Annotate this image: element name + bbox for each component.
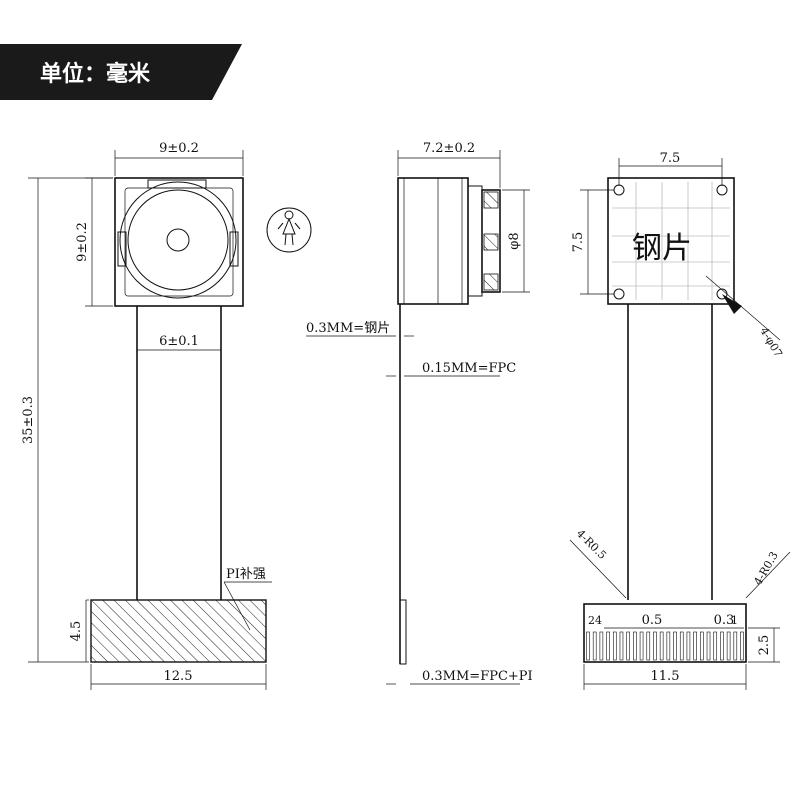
connector-pad	[606, 631, 610, 661]
stiffener-height-label: 4.5	[69, 621, 84, 642]
connector-pad	[646, 631, 651, 661]
connector-pad	[633, 631, 637, 661]
connector-pad	[720, 631, 724, 661]
connector-pad	[733, 631, 738, 661]
connector-height-label: 2.5	[757, 635, 772, 656]
lens-slot-top	[147, 179, 207, 189]
back-view: 钢片 7.5 7.5 4-φ07 4-R0.5 4-R0.3 24 1 0.5 …	[569, 151, 791, 690]
pin-last-label: 1	[731, 614, 738, 627]
fpc-thickness-label: 0.15MM=FPC	[422, 361, 516, 376]
front-view: 9±0.2 9±0.2 6±0.1 35±0.3 4.5 12.5 PI补强	[21, 141, 312, 690]
connector-pad	[592, 631, 597, 661]
stiffener-width-label: 12.5	[164, 669, 193, 684]
steel-plate	[607, 177, 735, 305]
hole-label: 4-φ07	[757, 325, 784, 360]
connector-width-label: 11.5	[651, 669, 680, 684]
gold-finger-connector	[583, 603, 747, 663]
lens-holder-outline	[124, 187, 234, 297]
hole-pitch-label: 7.5	[660, 151, 681, 166]
unit-banner-text: 单位：毫米	[40, 61, 151, 87]
lens-slot-left	[117, 231, 127, 267]
front-width-label: 9±0.2	[159, 141, 199, 156]
unit-banner: 单位：毫米	[0, 44, 242, 100]
pad-width-label: 0.3	[714, 613, 735, 628]
connector-pad	[679, 631, 684, 661]
connector-pads	[586, 631, 744, 661]
connector-pad	[619, 631, 624, 661]
pin-first-label: 24	[588, 614, 602, 627]
hole-height-label: 7.5	[571, 232, 586, 253]
side-lens-flange	[467, 185, 483, 297]
steel-plate-text: 钢片	[632, 231, 692, 266]
pad-pitch-label: 0.5	[642, 613, 663, 628]
stiffener-label: PI补强	[226, 567, 266, 582]
connector-pad	[612, 631, 617, 661]
connector-pad	[706, 631, 711, 661]
mount-hole-tr	[716, 184, 728, 196]
camera-housing	[114, 177, 244, 307]
connector-pad	[653, 631, 657, 661]
connector-pad	[599, 631, 604, 661]
mount-hole-tl	[613, 184, 625, 196]
stiffener-leader	[223, 581, 251, 631]
depth-label: 7.2±0.2	[423, 141, 475, 156]
steel-grid	[612, 182, 730, 300]
connector-pad	[693, 631, 697, 661]
connector-pad	[740, 631, 744, 661]
connector-pad	[639, 631, 644, 661]
connector-pad	[726, 631, 731, 661]
lens-slot-right	[229, 231, 239, 267]
connector-pad	[626, 631, 630, 661]
side-view: 7.2±0.2 φ8 0.3MM=钢片 0.15MM=FPC 0.3MM=FPC…	[306, 141, 533, 685]
diameter-label: φ8	[507, 232, 522, 249]
connector-pad	[700, 631, 704, 661]
radius-right-label: 4-R0.3	[751, 549, 781, 587]
connector-pad	[666, 631, 671, 661]
side-lens-barrel	[481, 189, 501, 293]
lens-barrel-inner	[127, 189, 229, 291]
connector-pad	[586, 631, 590, 661]
radius-left-leader	[569, 539, 627, 599]
total-length-label: 35±0.3	[21, 396, 36, 444]
side-housing	[397, 177, 469, 305]
front-height-label: 9±0.2	[75, 222, 90, 262]
connector-pad	[673, 631, 677, 661]
radius-right-leader	[745, 551, 791, 599]
pi-stiffener	[90, 599, 267, 663]
fpc-pi-thickness-label: 0.3MM=FPC+PI	[422, 669, 533, 684]
steel-thickness-label: 0.3MM=钢片	[306, 321, 390, 336]
mount-hole-bl	[613, 288, 625, 300]
side-stiffener	[399, 599, 407, 665]
lens-barrel-outer	[119, 181, 237, 299]
connector-pad	[686, 631, 691, 661]
female-symbol-icon	[266, 207, 312, 253]
hole-leader	[705, 275, 781, 341]
radius-left-label: 4-R0.5	[574, 527, 609, 562]
fpc-width-label: 6±0.1	[159, 334, 199, 349]
lens-aperture	[166, 228, 190, 252]
connector-pad	[659, 631, 664, 661]
connector-pad	[713, 631, 718, 661]
